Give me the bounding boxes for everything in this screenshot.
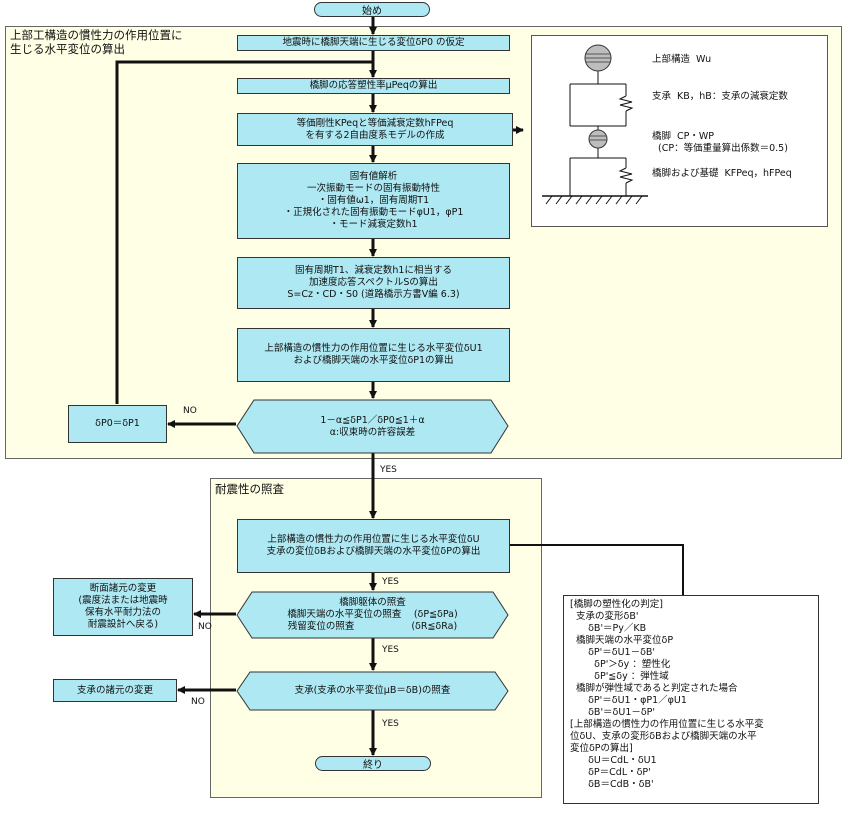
bearing-check-text: 支承(支承の水平変位μB＝δB)の照査: [294, 685, 451, 696]
two-dof-model-box: 等価剛性KPeqと等価減衰定数hFPeq を有する2自由度系モデルの作成: [237, 113, 513, 146]
yes-label-bearing: YES: [382, 719, 399, 729]
check-region-label: 耐震性の照査: [215, 482, 284, 496]
start-terminal: 始め: [314, 2, 430, 17]
judgement-line: 支承の変形δB': [570, 611, 639, 622]
judgement-line: 橋脚が弾性域であると判定された場合: [570, 683, 738, 694]
judgement-line: 橋脚天端の水平変位δP: [570, 635, 674, 646]
judgement-line: δB'＝δU1－δP': [570, 707, 656, 718]
yes-label-final: YES: [382, 577, 399, 587]
judgement-line: [上部構造の慣性力の作用位置に生じる水平変: [570, 719, 764, 730]
convergence-decision: 1－α≦δP1／δP0≦1＋α α:収束時の許容誤差: [236, 399, 509, 454]
judgement-line: δB＝CdB・δB': [570, 779, 654, 790]
pier-check-title: 橋脚躯体の照査: [339, 597, 406, 608]
end-terminal: 終り: [315, 756, 431, 771]
ductility-box: 橋脚の応答塑性率μPeqの算出: [237, 78, 510, 94]
no-label-bearing: NO: [191, 697, 205, 707]
judgement-connector: [509, 544, 684, 596]
assume-displacement-box: 地震時に橋脚天端に生じる変位δP0 の仮定: [237, 35, 510, 51]
no-label-pier: NO: [198, 622, 212, 632]
convergence-tolerance: α:収束時の許容誤差: [329, 426, 416, 438]
plasticity-judgement-box: [橋脚の塑性化の判定] 支承の変形δB' δB'＝Py／KB 橋脚天端の水平変位…: [563, 595, 819, 804]
yes-label-convergence: YES: [380, 465, 397, 475]
final-displacement-box: 上部構造の慣性力の作用位置に生じる水平変位δU 支承の変位δBおよび橋脚天端の水…: [237, 519, 510, 573]
bearing-label: 支承 KB，hB：支承の減衰定数: [652, 91, 788, 102]
change-section-box: 断面諸元の変更 (震度法または地震時 保有水平耐力法の 耐震設計へ戻る): [53, 578, 193, 636]
response-spectrum-box: 固有周期T1、減衰定数h1に相当する 加速度応答スペクトルSの算出 S=Cz・C…: [237, 257, 510, 309]
loop-back-line: [115, 60, 373, 404]
eigenvalue-analysis-box: 固有値解析 一次振動モードの固有振動特性 ・固有値ω1，固有周期T1 ・正規化さ…: [237, 163, 510, 239]
two-dof-model-panel: 上部構造 Wu 支承 KB，hB：支承の減衰定数 橋脚 CP・WP (CP：等価…: [531, 35, 828, 227]
update-displacement-box: δP0＝δP1: [68, 405, 167, 443]
judgement-line: 位δU、支承の変形δBおよび橋脚天端の水平: [570, 731, 757, 742]
judgement-line: δU＝CdL・δU1: [570, 755, 657, 766]
pier-check-decision: 橋脚躯体の照査 橋脚天端の水平変位の照査 (δP≦δPa) 残留変位の照査 (δ…: [236, 591, 509, 639]
judgement-line: δP＝CdL・δP': [570, 767, 651, 778]
superstructure-label: 上部構造 Wu: [652, 54, 712, 65]
displacement-calc-box: 上部構造の慣性力の作用位置に生じる水平変位δU1 および橋脚天端の水平変位δP1…: [237, 328, 510, 382]
judgement-line: δP'＝δU1・φP1／φU1: [570, 695, 687, 706]
bearing-check-decision: 支承(支承の水平変位μB＝δB)の照査: [236, 671, 509, 711]
judgement-line: δP'＝δU1－δB': [570, 647, 656, 658]
main-region-label: 上部工構造の慣性力の作用位置に 生じる水平変位の算出: [10, 28, 183, 56]
pier-displacement-check: 橋脚天端の水平変位の照査 (δP≦δPa): [287, 609, 458, 620]
judgement-line: δP'≦δy ：弾性域: [570, 671, 669, 682]
judgement-line: δB'＝Py／KB: [570, 623, 647, 634]
residual-displacement-check: 残留変位の照査 (δR≦δRa): [287, 621, 458, 632]
convergence-condition: 1－α≦δP1／δP0≦1＋α: [320, 414, 425, 426]
judgement-line: [橋脚の塑性化の判定]: [570, 599, 663, 610]
spring-mass-diagram: [542, 44, 648, 205]
yes-label-pier: YES: [382, 645, 399, 655]
pier-label: 橋脚 CP・WP (CP：等価重量算出係数＝0.5): [652, 131, 788, 154]
no-label-convergence: NO: [183, 406, 197, 416]
change-bearing-box: 支承の諸元の変更: [53, 679, 177, 702]
judgement-line: δP'＞δy ：塑性化: [570, 659, 671, 670]
foundation-label: 橋脚および基礎 KFPeq，hFPeq: [652, 168, 792, 179]
judgement-line: 変位δPの算出]: [570, 743, 633, 754]
